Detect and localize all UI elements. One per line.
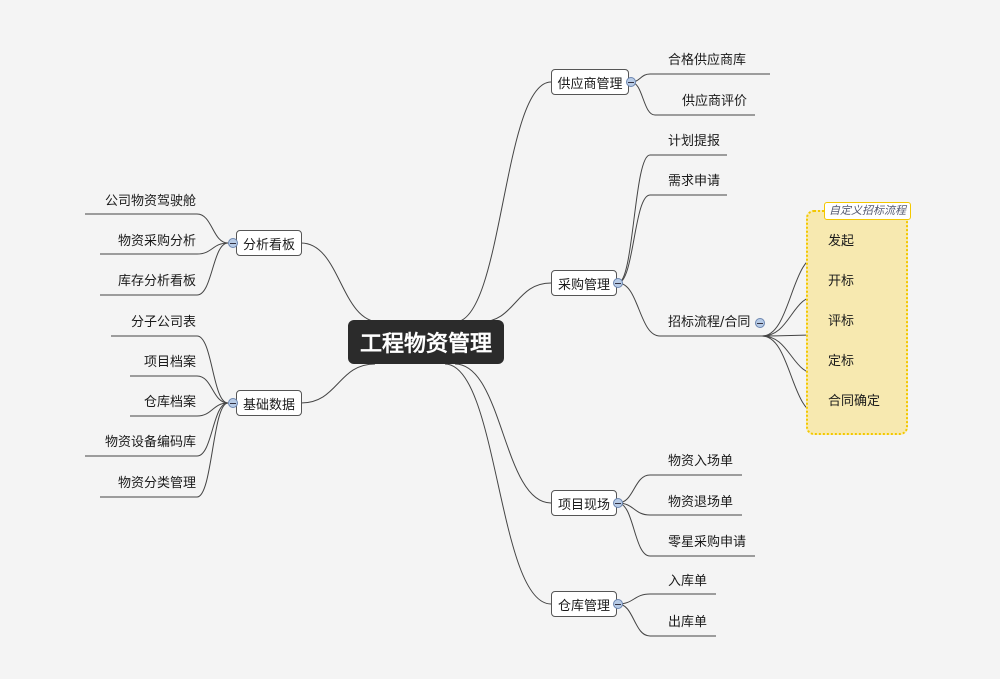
connector-line bbox=[617, 502, 651, 557]
connector-line bbox=[196, 242, 229, 296]
leaf-plan-report[interactable]: 计划提报 bbox=[668, 134, 721, 149]
branch-project-site[interactable]: 项目现场 bbox=[551, 490, 617, 516]
connector-line bbox=[196, 402, 229, 417]
connector-line bbox=[617, 154, 651, 284]
central-topic[interactable]: 工程物资管理 bbox=[348, 320, 504, 364]
connector-line bbox=[617, 194, 651, 284]
connector-line bbox=[300, 242, 381, 323]
connector-line bbox=[196, 242, 229, 255]
leaf-material-entry-form[interactable]: 物资入场单 bbox=[668, 454, 734, 469]
leaf-material-category-management[interactable]: 物资分类管理 bbox=[117, 476, 196, 491]
leaf-supplier-evaluation[interactable]: 供应商评价 bbox=[682, 94, 748, 109]
leaf-equipment-code-library[interactable]: 物资设备编码库 bbox=[104, 435, 196, 450]
branch-analytics-board[interactable]: 分析看板 bbox=[236, 230, 302, 256]
connector-line bbox=[617, 282, 661, 337]
collapse-icon[interactable] bbox=[613, 278, 623, 288]
collapse-icon[interactable] bbox=[613, 498, 623, 508]
leaf-material-exit-form[interactable]: 物资退场单 bbox=[668, 495, 734, 510]
connector-line bbox=[196, 402, 229, 498]
leaf-project-archive[interactable]: 项目档案 bbox=[143, 355, 196, 370]
leaf-material-purchase-analysis[interactable]: 物资采购分析 bbox=[117, 234, 196, 249]
collapse-icon[interactable] bbox=[626, 77, 636, 87]
connector-line bbox=[617, 474, 651, 504]
collapse-icon[interactable] bbox=[755, 318, 765, 328]
leaf-inbound-form[interactable]: 入库单 bbox=[668, 574, 708, 589]
branch-supplier-management[interactable]: 供应商管理 bbox=[551, 69, 629, 95]
step-bid-award[interactable]: 定标 bbox=[828, 354, 855, 369]
leaf-sporadic-purchase-request[interactable]: 零星采购申请 bbox=[668, 535, 747, 550]
connector-line bbox=[454, 363, 552, 504]
leaf-warehouse-archive[interactable]: 仓库档案 bbox=[143, 395, 196, 410]
leaf-outbound-form[interactable]: 出库单 bbox=[668, 615, 708, 630]
leaf-subsidiary-table[interactable]: 分子公司表 bbox=[130, 315, 196, 330]
step-contract-confirm[interactable]: 合同确定 bbox=[828, 394, 881, 409]
leaf-bidding-contract[interactable]: 招标流程/合同 bbox=[668, 315, 751, 330]
collapse-icon[interactable] bbox=[228, 398, 238, 408]
bidding-process-boundary bbox=[806, 210, 908, 435]
bidding-process-label: 自定义招标流程 bbox=[824, 202, 911, 220]
connector-line bbox=[300, 363, 376, 404]
step-bid-opening[interactable]: 开标 bbox=[828, 274, 855, 289]
collapse-icon[interactable] bbox=[613, 599, 623, 609]
leaf-demand-request[interactable]: 需求申请 bbox=[668, 174, 721, 189]
connector-line bbox=[196, 375, 229, 404]
branch-base-data[interactable]: 基础数据 bbox=[236, 390, 302, 416]
connector-line bbox=[454, 81, 552, 323]
connector-line bbox=[479, 282, 552, 323]
step-initiate[interactable]: 发起 bbox=[828, 234, 855, 249]
step-bid-evaluation[interactable]: 评标 bbox=[828, 314, 855, 329]
leaf-company-material-cockpit[interactable]: 公司物资驾驶舱 bbox=[104, 194, 196, 209]
leaf-qualified-supplier-library[interactable]: 合格供应商库 bbox=[668, 53, 747, 68]
collapse-icon[interactable] bbox=[228, 238, 238, 248]
leaf-inventory-analysis-board[interactable]: 库存分析看板 bbox=[117, 274, 196, 289]
branch-warehouse[interactable]: 仓库管理 bbox=[551, 591, 617, 617]
connector-line bbox=[196, 335, 229, 404]
connector-line bbox=[196, 402, 229, 457]
connector-line bbox=[196, 213, 229, 244]
branch-procurement[interactable]: 采购管理 bbox=[551, 270, 617, 296]
connector-line bbox=[444, 363, 552, 605]
connector-line bbox=[617, 603, 651, 637]
connector-line bbox=[630, 81, 656, 116]
